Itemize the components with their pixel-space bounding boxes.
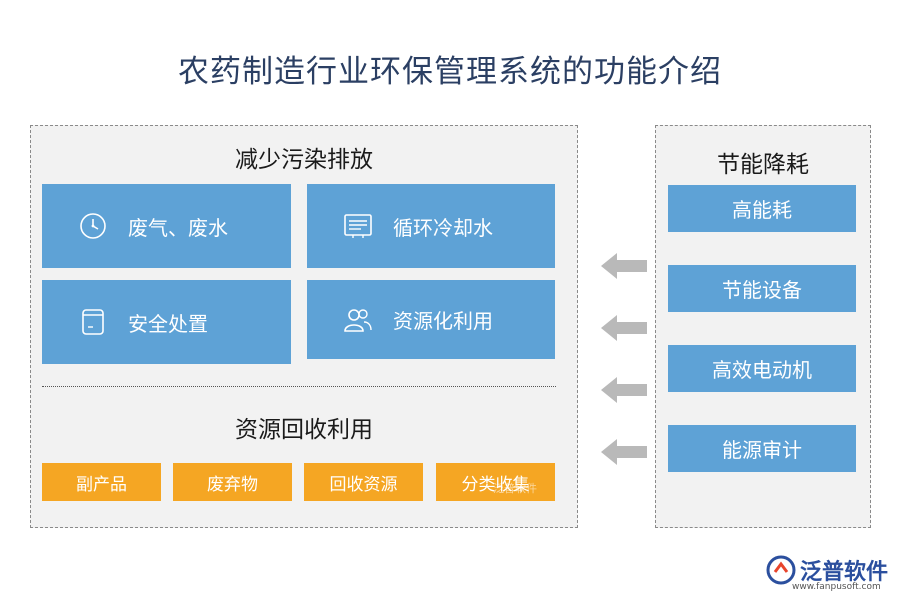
tile-exhaust-wastewater[interactable]: 废气、废水 xyxy=(42,184,291,268)
tile-cooling-water[interactable]: 循环冷却水 xyxy=(307,184,555,268)
resource-recycling-title: 资源回收利用 xyxy=(235,417,373,443)
clock-icon xyxy=(78,211,108,241)
energy-saving-title: 节能降耗 xyxy=(717,152,809,178)
users-icon xyxy=(343,305,373,335)
chip-recycled-resources[interactable]: 回收资源 xyxy=(304,463,423,501)
chip-byproduct[interactable]: 副产品 xyxy=(42,463,161,501)
page-title: 农药制造行业环保管理系统的功能介绍 xyxy=(178,54,722,90)
tile-resource-utilization[interactable]: 资源化利用 xyxy=(307,280,555,359)
logo-icon xyxy=(766,555,796,585)
item-efficient-motor[interactable]: 高效电动机 xyxy=(668,345,856,392)
chip-sorted-collection[interactable]: 分类收集 xyxy=(436,463,555,501)
container-icon xyxy=(78,307,108,337)
tile-label: 安全处置 xyxy=(128,311,208,336)
section-divider xyxy=(42,386,556,387)
arrow-left-icon xyxy=(601,439,647,465)
item-energy-saving-equipment[interactable]: 节能设备 xyxy=(668,265,856,312)
tile-safe-disposal[interactable]: 安全处置 xyxy=(42,280,291,364)
arrow-left-icon xyxy=(601,253,647,279)
tile-label: 资源化利用 xyxy=(393,309,493,333)
tile-label: 循环冷却水 xyxy=(393,215,493,240)
tile-label: 废气、废水 xyxy=(128,215,228,240)
brand-logo: 泛普软件 www.fanpusoft.com xyxy=(762,553,892,595)
item-energy-audit[interactable]: 能源审计 xyxy=(668,425,856,472)
brand-name: 泛普软件 xyxy=(800,560,889,585)
list-document-icon xyxy=(343,211,373,241)
arrow-left-icon xyxy=(601,315,647,341)
reduce-pollution-title: 减少污染排放 xyxy=(235,147,373,173)
watermark-text: 泛普软件 xyxy=(493,482,537,495)
arrow-left-icon xyxy=(601,377,647,403)
chip-waste[interactable]: 废弃物 xyxy=(173,463,292,501)
brand-url: www.fanpusoft.com xyxy=(792,582,881,592)
item-high-energy[interactable]: 高能耗 xyxy=(668,185,856,232)
